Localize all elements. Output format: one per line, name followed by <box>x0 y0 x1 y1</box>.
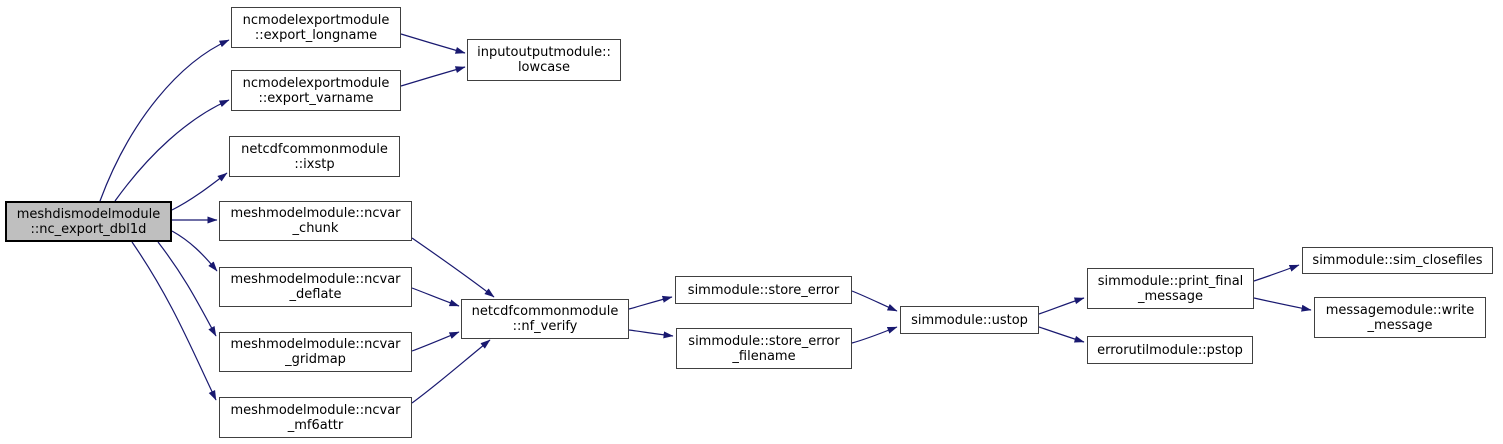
edge-print-final-message-to-write-message <box>1253 297 1312 312</box>
node-nf-verify[interactable]: netcdfcommonmodule ::nf_verify <box>461 299 629 339</box>
edge-export-varname-to-lowcase <box>400 66 466 87</box>
edge-nc-export-dbl1d-to-export-varname <box>114 99 230 202</box>
edge-export-longname-to-lowcase <box>400 33 466 54</box>
node-export-varname[interactable]: ncmodelexportmodule ::export_varname <box>231 70 401 111</box>
node-pstop[interactable]: errorutilmodule::pstop <box>1087 336 1253 364</box>
node-ustop[interactable]: simmodule::ustop <box>900 306 1039 334</box>
node-ncvar-mf6attr[interactable]: meshmodelmodule::ncvar _mf6attr <box>219 397 412 438</box>
edge-ncvar-mf6attr-to-nf-verify <box>411 339 491 404</box>
node-lowcase[interactable]: inputoutputmodule:: lowcase <box>467 39 621 81</box>
node-ixstp[interactable]: netcdfcommonmodule ::ixstp <box>229 136 400 177</box>
edge-ncvar-gridmap-to-nf-verify <box>411 331 460 352</box>
node-write-message[interactable]: messagemodule::write _message <box>1314 297 1486 338</box>
edge-nf-verify-to-store-error <box>628 295 673 310</box>
node-ncvar-gridmap[interactable]: meshmodelmodule::ncvar _gridmap <box>219 332 412 372</box>
edge-store-error-to-ustop <box>851 290 898 312</box>
node-print-final-message[interactable]: simmodule::print_final _message <box>1087 268 1254 309</box>
node-ncvar-deflate[interactable]: meshmodelmodule::ncvar _deflate <box>219 267 412 307</box>
edge-ncvar-chunk-to-nf-verify <box>411 237 495 298</box>
node-ncvar-chunk[interactable]: meshmodelmodule::ncvar _chunk <box>219 201 412 241</box>
edge-nf-verify-to-store-error-filename <box>628 329 674 339</box>
edge-store-error-filename-to-ustop <box>851 326 898 344</box>
edge-print-final-message-to-sim-closefiles <box>1253 264 1300 282</box>
node-nc-export-dbl1d[interactable]: meshdismodelmodule ::nc_export_dbl1d <box>5 201 172 242</box>
edge-nc-export-dbl1d-to-ncvar-deflate <box>171 230 218 272</box>
edge-nc-export-dbl1d-to-ncvar-mf6attr <box>131 241 217 401</box>
edge-ustop-to-print-final-message <box>1038 297 1085 315</box>
edge-ncvar-deflate-to-nf-verify <box>411 287 460 307</box>
edge-ustop-to-pstop <box>1038 326 1085 343</box>
node-export-longname[interactable]: ncmodelexportmodule ::export_longname <box>231 7 401 48</box>
edge-nc-export-dbl1d-to-ncvar-gridmap <box>157 241 217 337</box>
edge-nc-export-dbl1d-to-export-longname <box>99 39 230 202</box>
node-sim-closefiles[interactable]: simmodule::sim_closefiles <box>1302 247 1493 274</box>
node-store-error-filename[interactable]: simmodule::store_error _filename <box>676 328 852 369</box>
node-store-error[interactable]: simmodule::store_error <box>675 276 852 304</box>
